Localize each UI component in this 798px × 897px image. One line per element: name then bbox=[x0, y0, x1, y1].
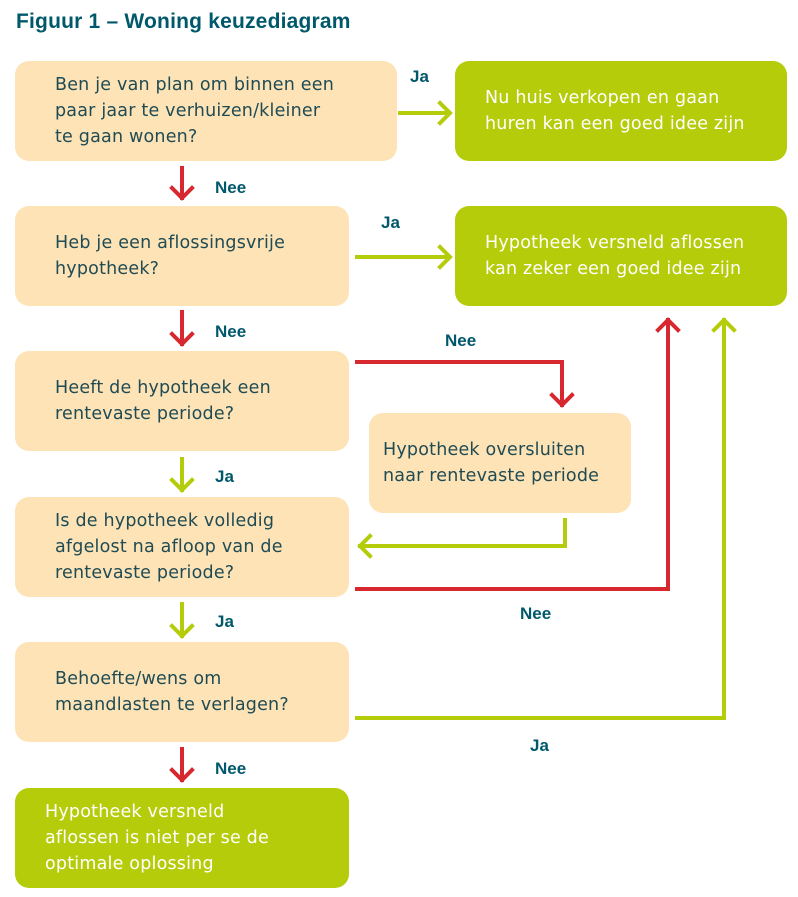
answer-not-optimal-box: Hypotheek versneld aflossen is niet per … bbox=[15, 788, 349, 888]
refinance-box: Hypotheek oversluiten naar rentevaste pe… bbox=[369, 413, 631, 513]
arrow-q1-nee bbox=[169, 166, 195, 201]
question-1-text: Ben je van plan om binnen een paar jaar … bbox=[55, 75, 335, 147]
question-3-text: Heeft de hypotheek een rentevaste period… bbox=[55, 378, 271, 424]
arrow-q5-nee bbox=[169, 747, 195, 783]
label-q5-nee: Nee bbox=[215, 759, 247, 778]
answer-sell-and-rent-text: Nu huis verkopen en gaan huren kan een g… bbox=[485, 88, 745, 134]
arrow-q3-ja bbox=[169, 457, 195, 493]
question-3-box: Heeft de hypotheek een rentevaste period… bbox=[15, 351, 349, 451]
arrow-q2-nee bbox=[169, 310, 195, 347]
question-4-text: Is de hypotheek volledig afgelost na afl… bbox=[55, 511, 283, 583]
answer-sell-and-rent-box: Nu huis verkopen en gaan huren kan een g… bbox=[455, 61, 787, 161]
answer-repay-faster-box: Hypotheek versneld aflossen kan zeker ee… bbox=[455, 206, 787, 306]
refinance-text: Hypotheek oversluiten naar rentevaste pe… bbox=[383, 440, 600, 486]
arrow-q4-ja bbox=[169, 602, 195, 639]
figure-title: Figuur 1 – Woning keuzediagram bbox=[16, 10, 351, 33]
arrow-q5-ja bbox=[355, 317, 737, 720]
question-2-box: Heb je een aflossingsvrije hypotheek? bbox=[15, 206, 349, 306]
label-q3-nee: Nee bbox=[445, 331, 477, 350]
label-q2-ja: Ja bbox=[381, 213, 400, 232]
arrow-q1-ja bbox=[398, 100, 453, 126]
arrow-q3-nee bbox=[355, 360, 575, 408]
arrow-m1-to-q4 bbox=[357, 518, 567, 559]
label-q3-ja: Ja bbox=[215, 467, 234, 486]
answer-repay-faster-text: Hypotheek versneld aflossen kan zeker ee… bbox=[485, 233, 745, 279]
arrow-q2-ja bbox=[355, 244, 453, 270]
label-q4-ja: Ja bbox=[215, 612, 234, 631]
arrow-q4-nee bbox=[355, 317, 681, 591]
question-2-text: Heb je een aflossingsvrije hypotheek? bbox=[55, 233, 286, 279]
question-1-box: Ben je van plan om binnen een paar jaar … bbox=[15, 61, 397, 161]
question-4-box: Is de hypotheek volledig afgelost na afl… bbox=[15, 497, 349, 597]
question-5-text: Behoefte/wens om maandlasten te verlagen… bbox=[55, 669, 289, 715]
label-q5-ja: Ja bbox=[530, 736, 549, 755]
label-q1-ja: Ja bbox=[410, 67, 429, 86]
label-q1-nee: Nee bbox=[215, 178, 247, 197]
answer-not-optimal-text: Hypotheek versneld aflossen is niet per … bbox=[45, 802, 269, 874]
label-q2-nee: Nee bbox=[215, 322, 247, 341]
label-q4-nee: Nee bbox=[520, 604, 552, 623]
question-5-box: Behoefte/wens om maandlasten te verlagen… bbox=[15, 642, 349, 742]
